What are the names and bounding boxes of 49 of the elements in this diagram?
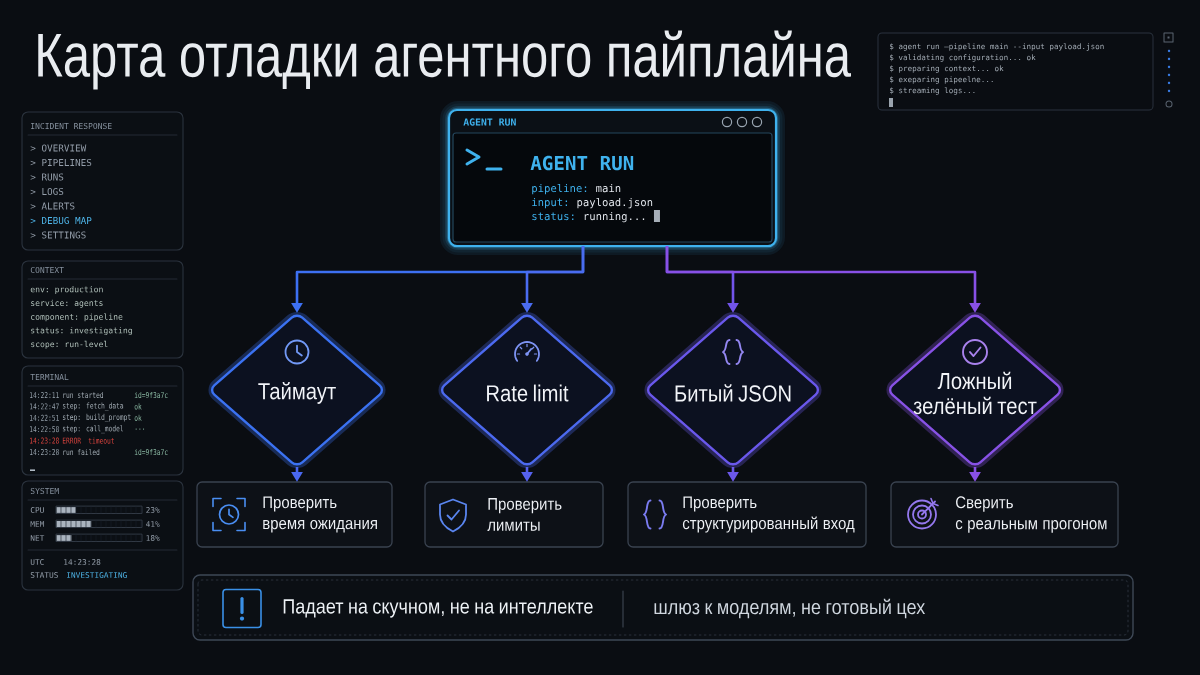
log-message: run failed — [63, 448, 100, 456]
context-line: scope: run-level — [31, 340, 108, 349]
log-message: step: fetch_data — [62, 402, 124, 411]
log-status: id=9f3a7c — [134, 391, 168, 399]
log-message: step: build_prompt — [62, 413, 131, 422]
menu-item: > SETTINGS — [30, 231, 86, 239]
step-box: Проверить лимиты — [424, 481, 604, 548]
log-time: 14:22:47 — [30, 403, 59, 410]
panel-heading: INCIDENT RESPONSE — [31, 123, 112, 129]
banner-text: шлюз к моделям, не готовый цех — [654, 598, 926, 619]
log-status: ok — [134, 414, 142, 421]
context-line: env: production — [30, 286, 103, 294]
key-label: pipeline: — [532, 183, 587, 195]
log-message: run started — [63, 391, 103, 399]
banner-text: Падает на скучном, не на интеллекте — [283, 599, 593, 618]
context-line: status: investigating — [31, 327, 132, 336]
step-box: Проверить структурированный вход — [627, 481, 867, 548]
menu-item: > RUNS — [30, 173, 64, 181]
menu-item: > OVERVIEW — [30, 144, 87, 152]
value-text: main — [596, 183, 621, 193]
log-status: timeout — [88, 437, 114, 444]
log-time: 14:22:51 — [30, 414, 59, 421]
step-box: Сверить с реальным прогоном — [890, 481, 1119, 548]
window-title: AGENT RUN — [463, 118, 516, 126]
log-status: ok — [134, 403, 142, 410]
log-time: 14:22:58 — [30, 426, 59, 433]
heading: AGENT RUN — [530, 155, 634, 171]
log-time: 14:23:28 — [30, 449, 59, 455]
log-time: 14:22:11 — [30, 392, 59, 398]
value-text: payload.json — [577, 197, 653, 209]
log-time: 14:23:28 — [30, 437, 59, 444]
log-message: ERROR — [62, 437, 82, 444]
key-label: input: — [532, 197, 567, 209]
menu-item: > LOGS — [30, 188, 64, 195]
step-box: Проверить время ожидания — [196, 481, 393, 548]
log-status: id=9f3a7c — [134, 448, 168, 456]
title: Карта отладки агентного пайплайна — [38, 30, 851, 90]
context-line: service: agents — [31, 299, 103, 308]
log-status: ... — [135, 428, 145, 430]
menu-item: > PIPELINES — [30, 159, 92, 166]
panel-heading: CONTEXT — [30, 267, 64, 273]
log-message: step: call_model — [62, 425, 123, 434]
context-line: component: pipeline — [31, 313, 123, 322]
panel-heading: TERMINAL — [30, 374, 69, 380]
panel-heading: SYSTEM — [30, 488, 59, 494]
menu-item: > DEBUG MAP — [30, 217, 92, 224]
value-text: running... — [584, 211, 645, 223]
menu-item: > ALERTS — [30, 202, 75, 210]
key-label: status: — [532, 212, 574, 221]
